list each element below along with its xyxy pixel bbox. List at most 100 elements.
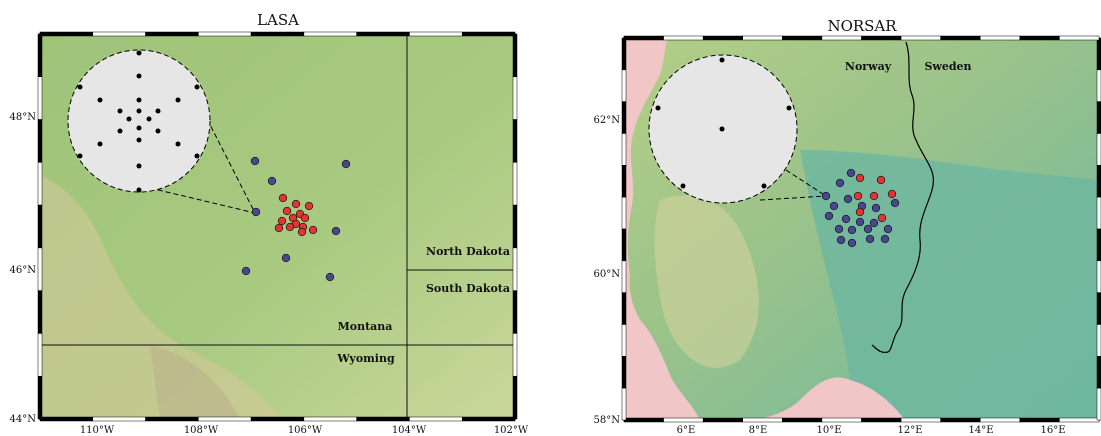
lasa-station-blue — [325, 272, 335, 282]
lasa-frame-bars — [37, 31, 518, 422]
lasa-frame-bar-bottom — [250, 416, 305, 422]
norsar-frame-bar-right — [1096, 165, 1101, 198]
norsar-frame-bar-right — [1096, 387, 1101, 421]
norsar-station-blue — [863, 224, 873, 234]
lasa-inset-circle — [67, 49, 211, 193]
norsar-frame-bar-right — [1096, 292, 1101, 325]
lasa-frame-bar-left — [37, 333, 43, 377]
norsar-label-sweden: Sweden — [924, 60, 971, 73]
lasa-frame-bar-left — [37, 76, 43, 120]
norsar-stations — [821, 168, 900, 248]
norsar-station-red — [887, 189, 897, 199]
lasa-hill-shade — [40, 175, 280, 419]
lasa-inset-dot — [146, 116, 152, 122]
lasa-title: LASA — [257, 11, 299, 29]
norsar-frame-bar-top — [1059, 35, 1100, 41]
norsar-station-blue — [871, 203, 881, 213]
norsar-frame-bar-left — [621, 37, 627, 71]
lasa-station-red — [277, 216, 287, 226]
norsar-frame-bar-right — [1096, 69, 1101, 102]
norsar-inset-dot — [761, 183, 767, 189]
norsar-station-red — [876, 175, 886, 185]
lasa-xtick-2: 106°W — [288, 425, 323, 436]
lasa-inset-dot — [97, 141, 103, 147]
lasa-xtick-4: 102°W — [494, 425, 529, 436]
norsar-frame-bar-bottom — [782, 417, 823, 423]
lasa-frame-bar-bottom — [145, 416, 199, 422]
lasa-inset-dot — [194, 153, 200, 159]
norsar-frame-bar-left — [621, 228, 627, 262]
norsar-frame-bar-bottom — [980, 417, 1021, 423]
lasa-inset-dot — [136, 97, 142, 103]
lasa-inset-dot — [97, 97, 103, 103]
norsar-inset-dot — [719, 126, 725, 132]
norsar-station-blue — [824, 211, 834, 221]
norsar-station-red — [853, 191, 863, 201]
norsar-frame-bar-top — [623, 35, 664, 41]
lasa-xtick-0: 110°W — [80, 425, 115, 436]
norsar-station-blue — [835, 178, 845, 188]
norsar-station-blue — [855, 217, 865, 227]
norsar-frame-bar-left — [621, 260, 627, 293]
lasa-inset-dot — [155, 128, 161, 134]
lasa-inset-dot — [136, 125, 142, 131]
norsar-frame-bar-bottom — [861, 417, 902, 423]
lasa-ytick-0: 48°N — [10, 112, 37, 123]
lasa-panel: LASA North Dakota South Dakota Montana W… — [10, 11, 529, 436]
lasa-frame-bar-bottom — [303, 416, 357, 422]
lasa-station-red — [291, 199, 301, 209]
norsar-frame-bar-top — [663, 35, 704, 41]
lasa-label-north-dakota: North Dakota — [426, 245, 510, 258]
lasa-station-blue — [341, 159, 351, 169]
norsar-frame-bar-bottom — [821, 417, 862, 423]
norsar-ytick-1: 60°N — [594, 269, 621, 280]
norsar-frame-bar-left — [621, 101, 627, 134]
lasa-inset-dot — [77, 84, 83, 90]
lasa-frame-bar-top — [92, 31, 146, 37]
norsar-title: NORSAR — [827, 17, 897, 35]
lasa-frame-bar-bottom — [461, 416, 516, 422]
norsar-station-blue — [834, 224, 844, 234]
norsar-frame-bar-left — [621, 133, 627, 166]
lasa-station-red — [278, 193, 288, 203]
lasa-inset-dot — [136, 73, 142, 79]
lasa-frame-bar-right — [512, 204, 518, 249]
norsar-station-blue — [865, 234, 875, 244]
lasa-frame-bar-top — [250, 31, 305, 37]
lasa-inset-dot — [175, 97, 181, 103]
lasa-frame-bar-right — [512, 119, 518, 163]
lasa-station-red — [297, 227, 307, 237]
norsar-panel: NORSAR Norway Sweden 6°E 8°E 10°E 12°E 1… — [594, 17, 1101, 436]
lasa-frame-bar-right — [512, 33, 518, 78]
norsar-station-blue — [869, 218, 879, 228]
norsar-station-blue — [821, 191, 831, 201]
lasa-inset-dot — [136, 108, 142, 114]
norsar-station-blue — [880, 234, 890, 244]
lasa-inset-leader-2 — [149, 187, 256, 214]
lasa-hill-shade-2 — [150, 345, 240, 419]
norsar-frame-bar-right — [1096, 324, 1101, 357]
lasa-inset-dot — [136, 137, 142, 143]
lasa-inset-dot — [126, 116, 132, 122]
norsar-station-red — [869, 191, 879, 201]
lasa-frame-bar-left — [37, 33, 43, 78]
norsar-frame-bar-right — [1096, 101, 1101, 134]
norsar-frame-bar-right — [1096, 356, 1101, 389]
norsar-frame-bar-right — [1096, 37, 1101, 71]
norsar-frame-bar-top — [940, 35, 981, 41]
lasa-frame-bar-bottom — [409, 416, 463, 422]
norsar-station-blue — [829, 201, 839, 211]
lasa-station-blue — [281, 253, 291, 263]
norsar-frame-bar-top — [702, 35, 744, 41]
norsar-station-blue — [883, 224, 893, 234]
norsar-frame-bars — [621, 35, 1101, 423]
lasa-frame-bar-top — [198, 31, 252, 37]
lasa-frame-bar-left — [37, 290, 43, 334]
lasa-inset-dot — [136, 163, 142, 169]
norsar-frame-bar-right — [1096, 228, 1101, 262]
lasa-frame-bar-top — [303, 31, 357, 37]
norsar-frame-bar-bottom — [940, 417, 981, 423]
norsar-teal-region — [800, 150, 1099, 420]
norsar-frame-bar-top — [782, 35, 823, 41]
